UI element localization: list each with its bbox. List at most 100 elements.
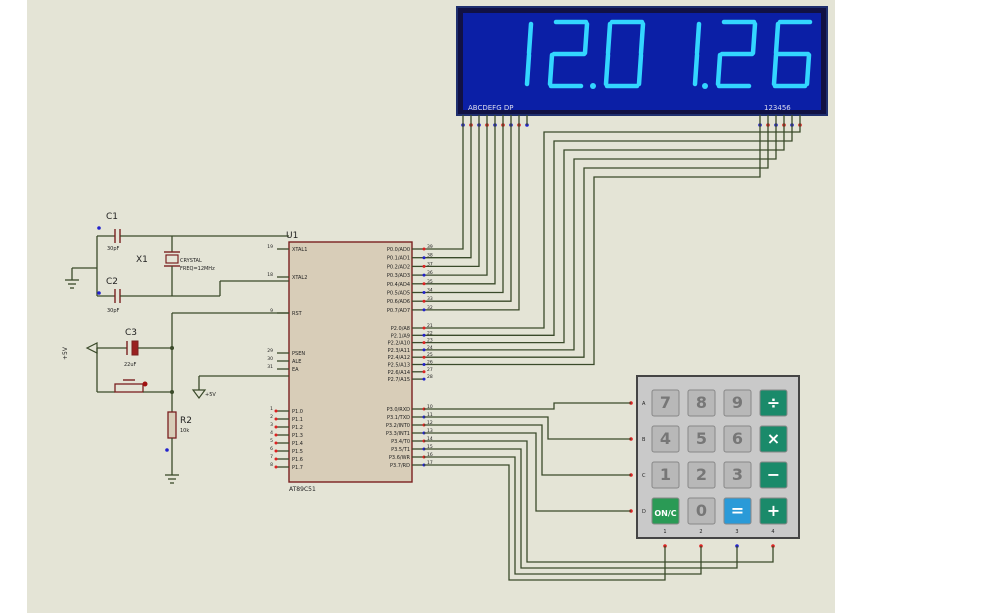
vcc-label: +5V — [62, 346, 69, 360]
mcu-pin-number: 10 — [427, 404, 433, 410]
keypad-key[interactable]: = — [723, 497, 752, 525]
keypad-key[interactable]: 8 — [687, 389, 716, 417]
keypad-col-label: 4 — [771, 529, 774, 535]
keypad-key-label: = — [731, 501, 744, 520]
mcu-pin-number: 14 — [427, 436, 433, 442]
keypad-key[interactable]: 4 — [651, 425, 680, 453]
mcu-pin-number: 33 — [427, 296, 433, 302]
keypad-key[interactable]: ÷ — [759, 389, 788, 417]
display-digit — [524, 21, 534, 87]
mcu-pin-name: XTAL1 — [292, 247, 307, 253]
mcu-pin-number: 4 — [270, 430, 273, 436]
keypad-key-label: − — [767, 465, 780, 484]
mcu-pin-name: P2.1/A9 — [391, 333, 410, 339]
mcu-pin-name: P1.0 — [292, 409, 303, 415]
mcu-pin-name: P0.5/AD5 — [387, 291, 410, 297]
decimal-point — [702, 83, 708, 89]
mcu-pin-number: 6 — [270, 446, 273, 452]
mcu-pin-name: P1.6 — [292, 457, 303, 463]
mcu-pin-number: 12 — [427, 420, 433, 426]
display-digit — [603, 19, 646, 89]
keypad-row-label: A — [642, 401, 646, 407]
reset-section: C3 22uF +5V R2 10k +5V — [62, 312, 289, 484]
keypad-key[interactable]: 7 — [651, 389, 680, 417]
display-digit — [771, 19, 813, 89]
display-digit — [547, 19, 596, 89]
mcu-pin-number: 37 — [427, 261, 433, 267]
mcu-pin-number: 1 — [270, 406, 273, 412]
mcu-pin-name: P2.3/A11 — [388, 348, 410, 354]
keypad-key[interactable]: ON/C — [651, 497, 680, 525]
mcu-pin-number: 3 — [270, 422, 273, 428]
mcu-pin-number: 31 — [267, 364, 273, 370]
mcu-pin-number: 34 — [427, 288, 433, 294]
keypad-key-label: 9 — [732, 393, 743, 412]
mcu-pin-name: P3.6/WR — [389, 455, 411, 461]
mcu-pin-name: ALE — [292, 359, 301, 365]
keypad-row-label: D — [642, 509, 646, 515]
mcu-pin-number: 27 — [427, 367, 433, 373]
mcu-pin-number: 38 — [427, 253, 433, 259]
mcu-pin-name: P1.3 — [292, 433, 303, 439]
mcu-pin-name: P1.2 — [292, 425, 303, 431]
seven-segment-display: ABCDEFG DP 123456 — [456, 6, 828, 116]
mcu-pin-name: P2.0/A8 — [391, 326, 410, 332]
mcu-pin-number: 36 — [427, 270, 433, 276]
mcu-pin-number: 13 — [427, 428, 433, 434]
mcu-pin-number: 9 — [270, 308, 273, 314]
keypad-row-label: B — [642, 437, 646, 443]
reset-button — [114, 383, 144, 393]
keypad-key[interactable]: 9 — [723, 389, 752, 417]
mcu-pin-number: 15 — [427, 444, 433, 450]
keypad-key-label: 2 — [696, 465, 707, 484]
keypad-wires — [424, 402, 774, 581]
c2-value: 30pF — [107, 308, 120, 314]
mcu-pin-name: P2.7/A15 — [388, 377, 410, 383]
mcu-pin-name: EA — [292, 367, 299, 373]
c1-value: 30pF — [107, 246, 120, 252]
decimal-point — [590, 83, 596, 89]
x1-ref: X1 — [136, 255, 148, 265]
c3-ref: C3 — [125, 328, 137, 338]
mcu-pin-number: 11 — [427, 412, 433, 418]
display-digit — [692, 21, 708, 89]
mcu-body — [288, 241, 413, 483]
x1-type: CRYSTAL — [180, 258, 202, 264]
keypad-key[interactable]: 1 — [651, 461, 680, 489]
mcu-pin-name: P2.2/A10 — [388, 341, 410, 347]
keypad-key[interactable]: 6 — [723, 425, 752, 453]
keypad-key-label: 8 — [696, 393, 707, 412]
mcu-pin-number: 8 — [270, 462, 273, 468]
mcu-pin-number: 2 — [270, 414, 273, 420]
r2-body — [167, 411, 177, 439]
keypad-key[interactable]: − — [759, 461, 788, 489]
r2-value: 10k — [180, 428, 189, 434]
keypad-key-label: 5 — [696, 429, 707, 448]
mcu-pin-number: 7 — [270, 454, 273, 460]
keypad-key[interactable]: × — [759, 425, 788, 453]
mcu-pin-name: P3.5/T1 — [391, 447, 410, 453]
mcu-pin-name: P2.6/A14 — [388, 370, 410, 376]
mcu-ref-label: U1 — [286, 231, 298, 241]
mcu-pin-number: 32 — [427, 305, 433, 311]
mcu-pin-name: P2.4/A12 — [388, 355, 410, 361]
mcu-pin-number: 22 — [427, 330, 433, 336]
keypad-key-label: ÷ — [767, 393, 780, 412]
mcu-pin-number: 24 — [427, 345, 433, 351]
mcu-part-label: AT89C51 — [289, 486, 316, 493]
keypad-key[interactable]: 0 — [687, 497, 716, 525]
keypad-key[interactable]: + — [759, 497, 788, 525]
keypad-row-label: C — [642, 473, 646, 479]
keypad-key[interactable]: 5 — [687, 425, 716, 453]
mcu-pin-name: P0.0/AD0 — [387, 247, 410, 253]
mcu-pin-name: P0.2/AD2 — [387, 264, 410, 270]
keypad-key[interactable]: 3 — [723, 461, 752, 489]
keypad-key-label: 3 — [732, 465, 743, 484]
mcu-pin-name: P1.1 — [292, 417, 303, 423]
keypad-key[interactable]: 2 — [687, 461, 716, 489]
